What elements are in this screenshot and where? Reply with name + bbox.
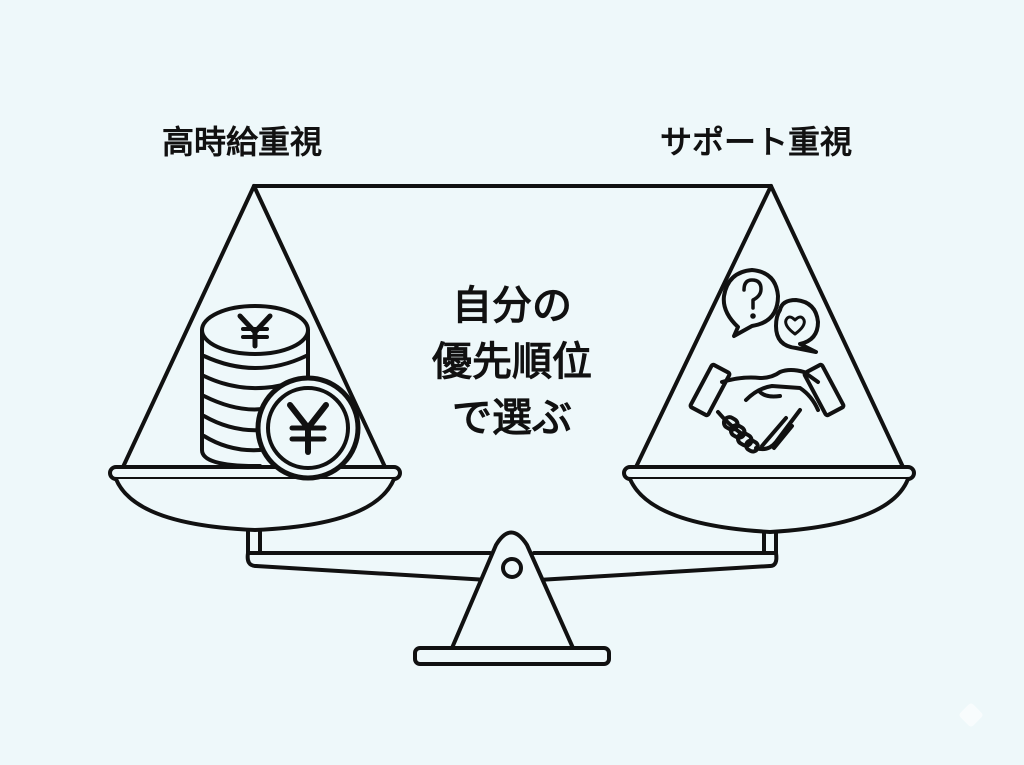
right-pan (622, 465, 916, 555)
yen-coin-stack-icon (200, 304, 361, 481)
left-pan-strings (121, 184, 387, 469)
right-option-label: サポート重視 (660, 123, 853, 161)
center-message-line: 優先順位 (432, 339, 592, 385)
heart-bubble-icon (774, 298, 820, 354)
left-pan (108, 465, 402, 555)
center-message-line: で選ぶ (452, 395, 572, 441)
base-plate (413, 646, 611, 666)
center-message: 自分の 優先順位 で選ぶ (412, 278, 612, 446)
lower-beam (245, 551, 779, 582)
left-option-label: 高時給重視 (162, 123, 323, 161)
handshake-with-speech-bubbles-icon (688, 268, 846, 454)
pivot-icon (501, 557, 523, 579)
right-pan-strings (634, 184, 905, 469)
center-message-line: 自分の (452, 283, 572, 329)
fulcrum (413, 530, 611, 666)
question-bubble-icon (721, 268, 780, 338)
